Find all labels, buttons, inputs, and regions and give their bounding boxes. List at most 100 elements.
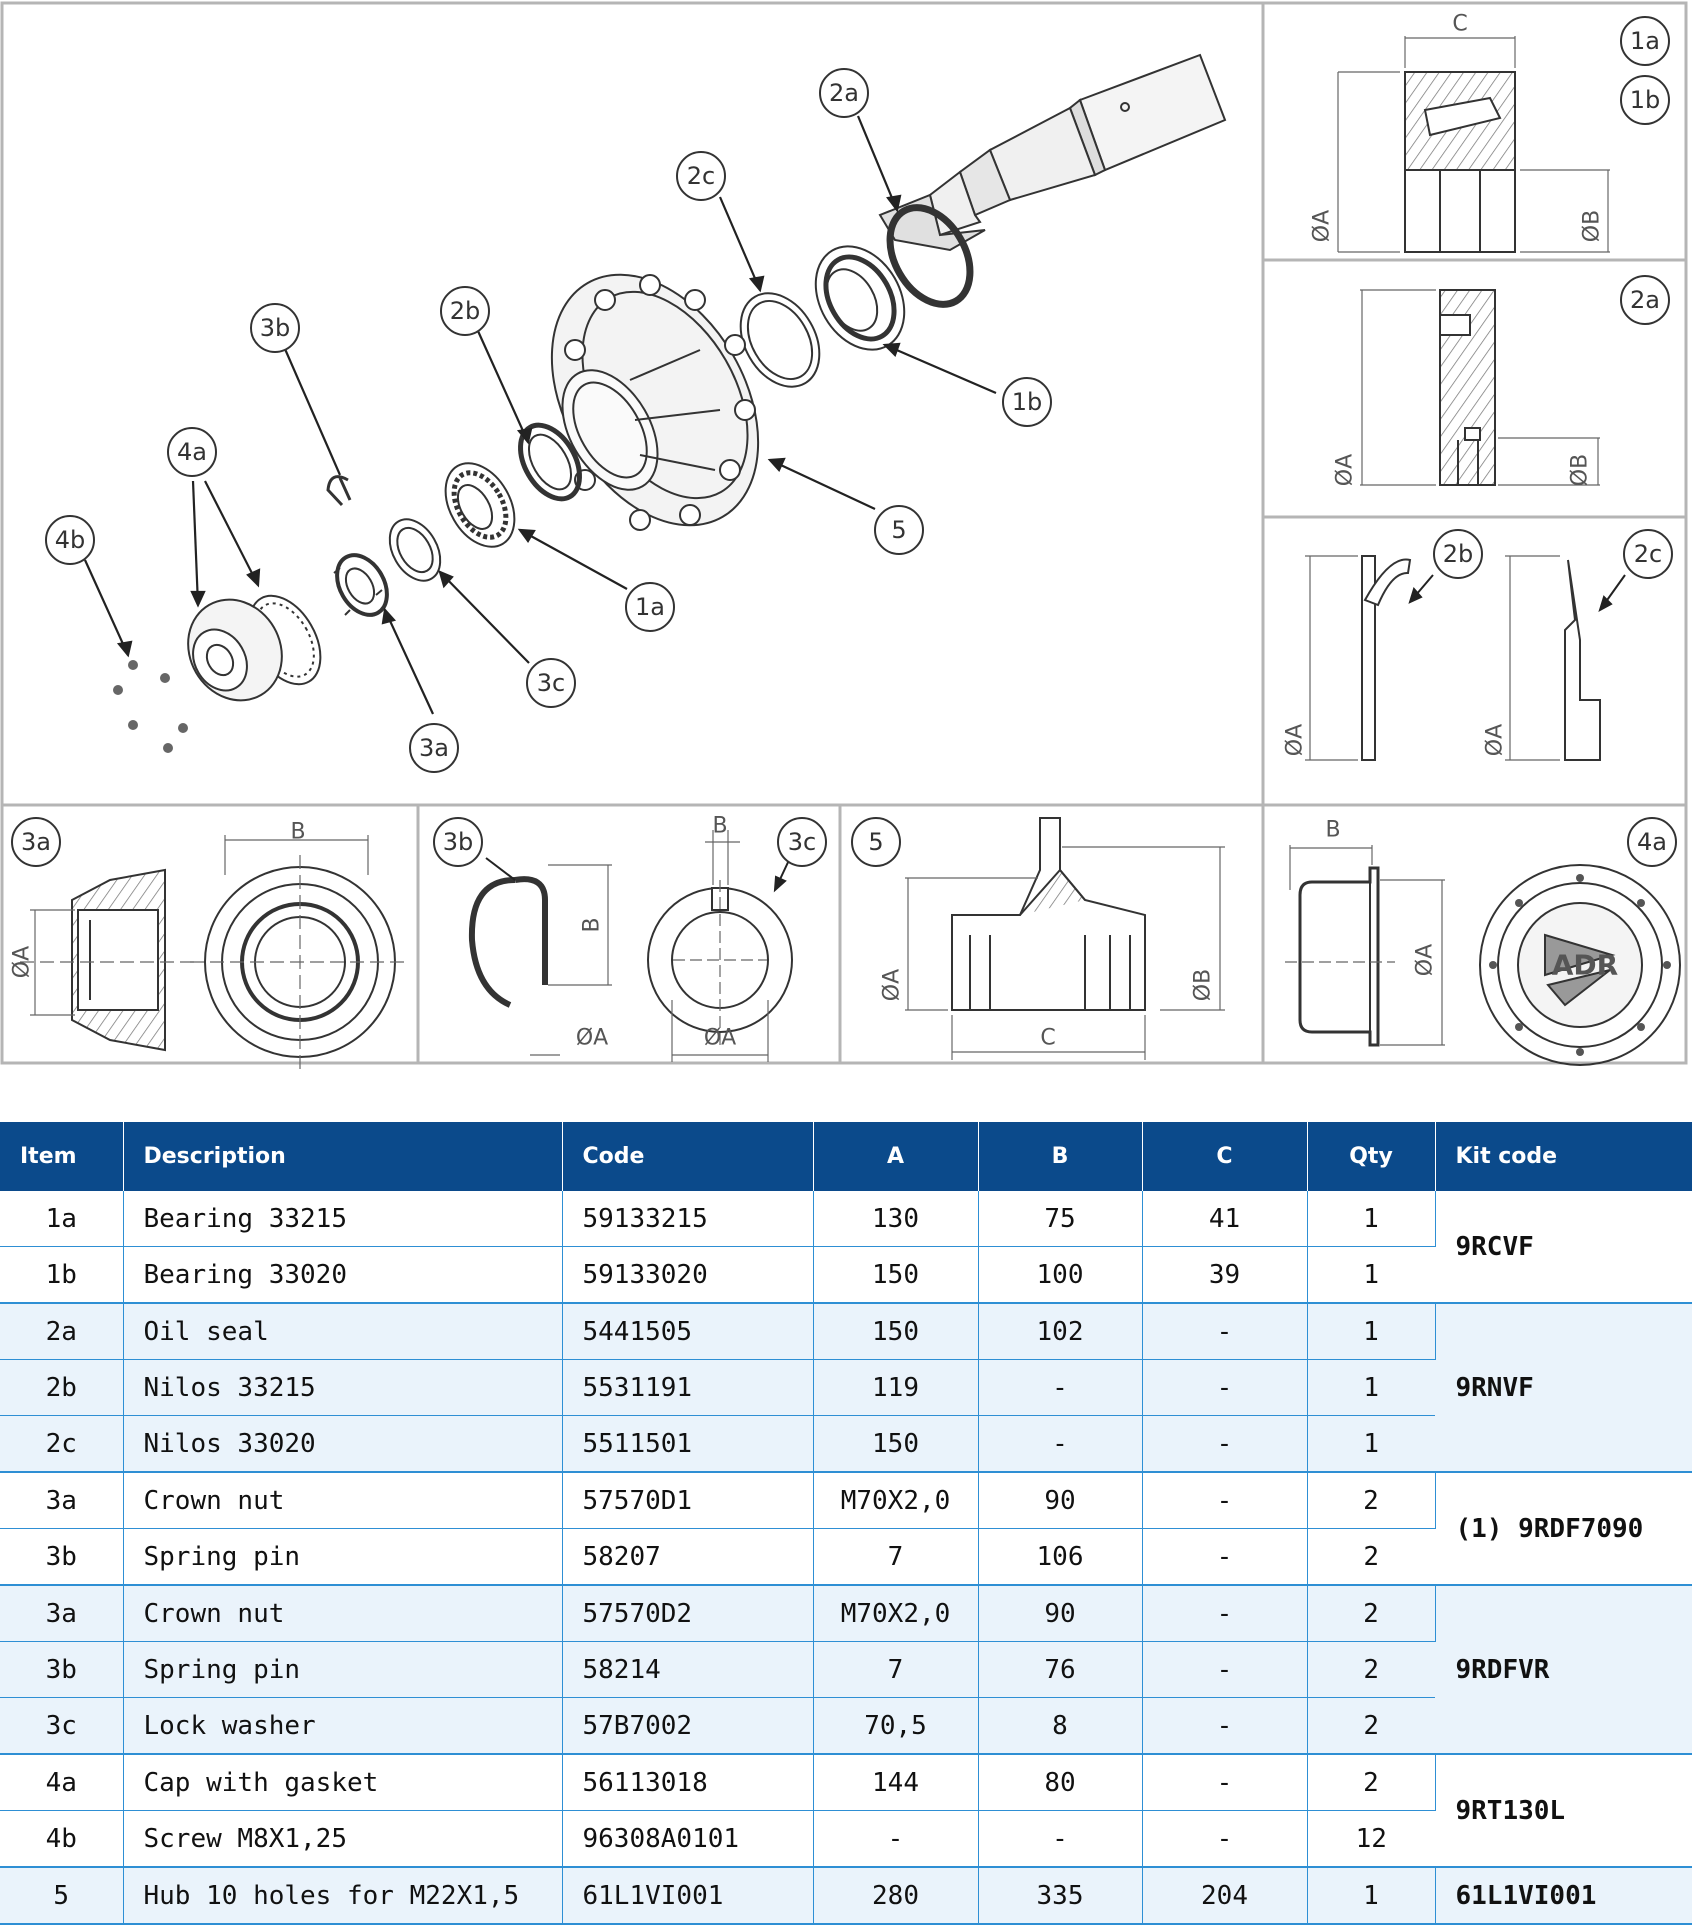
bearing-1b-part bbox=[814, 245, 906, 351]
callout-4b: 4b bbox=[45, 515, 95, 565]
svg-text:ØA: ØA bbox=[880, 969, 905, 1001]
svg-text:B: B bbox=[1325, 818, 1340, 843]
svg-text:5: 5 bbox=[891, 516, 906, 544]
cell-code: 5441505 bbox=[562, 1303, 814, 1360]
cell-b: 80 bbox=[978, 1754, 1143, 1811]
svg-text:ØA: ØA bbox=[1413, 944, 1438, 976]
callout-3a: 3a bbox=[409, 723, 459, 773]
cell-a: 150 bbox=[813, 1415, 979, 1473]
table-row: 3a Crown nut 57570D2 M70X2,0 90 - 2 9RDF… bbox=[0, 1585, 1692, 1755]
svg-text:ØB: ØB bbox=[1568, 454, 1593, 486]
svg-text:4a: 4a bbox=[1637, 828, 1667, 856]
cell-c: - bbox=[1142, 1359, 1308, 1416]
header-item: Item bbox=[0, 1122, 124, 1191]
parts-table: Item Description Code A B C Qty Kit code… bbox=[0, 1122, 1692, 1925]
svg-text:C: C bbox=[1452, 12, 1467, 37]
table-row: 2c Nilos 33020 5511501 150 - - 1 bbox=[0, 1415, 1692, 1473]
cell-qty: 1 bbox=[1307, 1867, 1436, 1925]
svg-text:ØA: ØA bbox=[1483, 724, 1508, 756]
cell-item: 3b bbox=[0, 1528, 124, 1586]
cell-kit-code: 9RNVF bbox=[1435, 1303, 1692, 1473]
cell-a: 7 bbox=[813, 1528, 979, 1586]
cell-qty: 12 bbox=[1307, 1810, 1435, 1868]
cell-qty: 2 bbox=[1307, 1697, 1435, 1755]
svg-text:ØA: ØA bbox=[1283, 724, 1308, 756]
table-row: 2b Nilos 33215 5531191 119 - - 1 bbox=[0, 1359, 1692, 1416]
cell-a: - bbox=[813, 1810, 979, 1868]
table-row: 2a Oil seal 5441505 150 102 - 1 9RNVF bbox=[0, 1303, 1692, 1473]
svg-text:2b: 2b bbox=[1443, 540, 1474, 568]
svg-text:C: C bbox=[1040, 1026, 1055, 1051]
header-b: B bbox=[978, 1122, 1143, 1191]
cell-a: 70,5 bbox=[813, 1697, 979, 1755]
callout-3c: 3c bbox=[526, 658, 576, 708]
svg-text:ØA: ØA bbox=[1333, 454, 1358, 486]
cell-c: 204 bbox=[1142, 1867, 1308, 1925]
screws-part bbox=[113, 660, 188, 753]
cell-description: Nilos 33215 bbox=[123, 1359, 563, 1416]
figure-frame bbox=[0, 1, 1688, 1065]
cell-b: 335 bbox=[978, 1867, 1143, 1925]
detail-nilos: ØA ØA 2b 2c bbox=[1283, 529, 1673, 761]
cell-b: - bbox=[978, 1415, 1143, 1473]
oil-seal-part bbox=[886, 204, 974, 308]
exploded-parts-diagram: 2a 2c 1b 2b 3b 4a 4b 5 1a 3c 3a C ØA bbox=[0, 1, 1688, 1070]
callout-2b: 2b bbox=[440, 286, 490, 336]
svg-text:5: 5 bbox=[868, 828, 883, 856]
cell-qty: 1 bbox=[1307, 1303, 1436, 1360]
cell-item: 1b bbox=[0, 1246, 124, 1304]
cell-b: - bbox=[978, 1810, 1143, 1868]
cell-b: 90 bbox=[978, 1585, 1143, 1642]
cell-b: 102 bbox=[978, 1303, 1143, 1360]
cell-a: 119 bbox=[813, 1359, 979, 1416]
cell-b: 75 bbox=[978, 1191, 1143, 1247]
svg-text:ØB: ØB bbox=[1191, 969, 1216, 1001]
cell-c: - bbox=[1142, 1810, 1308, 1868]
cell-description: Spring pin bbox=[123, 1528, 563, 1586]
exploded-assembly bbox=[113, 53, 1227, 753]
detail-hub: ØA ØB C 5 bbox=[851, 817, 1225, 1060]
cell-c: - bbox=[1142, 1697, 1308, 1755]
axle-stub bbox=[878, 53, 1227, 252]
cell-kit-code: 9RT130L bbox=[1435, 1754, 1692, 1868]
cell-item: 2b bbox=[0, 1359, 124, 1416]
svg-text:4b: 4b bbox=[55, 526, 86, 554]
svg-text:2c: 2c bbox=[1634, 540, 1662, 568]
cell-kit-code: 9RCVF bbox=[1435, 1191, 1692, 1304]
cell-code: 57B7002 bbox=[562, 1697, 814, 1755]
cell-qty: 1 bbox=[1307, 1359, 1435, 1416]
hub-part bbox=[550, 273, 760, 531]
cell-kit-code: 61L1VI001 bbox=[1435, 1867, 1692, 1925]
svg-text:1a: 1a bbox=[1630, 27, 1660, 55]
cell-b: 100 bbox=[978, 1246, 1143, 1304]
cell-c: - bbox=[1142, 1528, 1308, 1586]
cell-a: M70X2,0 bbox=[813, 1585, 979, 1642]
svg-text:ØB: ØB bbox=[1580, 210, 1605, 242]
detail-pin-washer: B B ØA ØA 3b 3c bbox=[433, 814, 827, 1062]
cell-a: 150 bbox=[813, 1246, 979, 1304]
cell-description: Screw M8X1,25 bbox=[123, 1810, 563, 1868]
cell-c: 41 bbox=[1142, 1191, 1308, 1247]
table-row: 5 Hub 10 holes for M22X1,5 61L1VI001 280… bbox=[0, 1867, 1692, 1925]
header-code: Code bbox=[562, 1122, 814, 1191]
cell-code: 96308A0101 bbox=[562, 1810, 814, 1868]
nilos-2c-part bbox=[739, 292, 821, 388]
svg-text:ØA: ØA bbox=[1310, 210, 1335, 242]
svg-text:B: B bbox=[580, 917, 605, 932]
cell-description: Spring pin bbox=[123, 1641, 563, 1698]
cell-description: Crown nut bbox=[123, 1472, 563, 1529]
callout-4a: 4a bbox=[167, 427, 217, 477]
spring-pin-part bbox=[326, 475, 352, 507]
cell-b: 90 bbox=[978, 1472, 1143, 1529]
header-description: Description bbox=[123, 1122, 563, 1191]
callout-3b: 3b bbox=[250, 303, 300, 353]
cell-c: - bbox=[1142, 1754, 1308, 1811]
cell-code: 59133215 bbox=[562, 1191, 814, 1247]
cell-item: 4b bbox=[0, 1810, 124, 1868]
table-row: 1b Bearing 33020 59133020 150 100 39 1 bbox=[0, 1246, 1692, 1304]
table-header-row: Item Description Code A B C Qty Kit code bbox=[0, 1122, 1692, 1191]
cell-description: Bearing 33215 bbox=[123, 1191, 563, 1247]
callout-1a: 1a bbox=[625, 582, 675, 632]
cell-item: 3b bbox=[0, 1641, 124, 1698]
cell-qty: 1 bbox=[1307, 1415, 1435, 1473]
